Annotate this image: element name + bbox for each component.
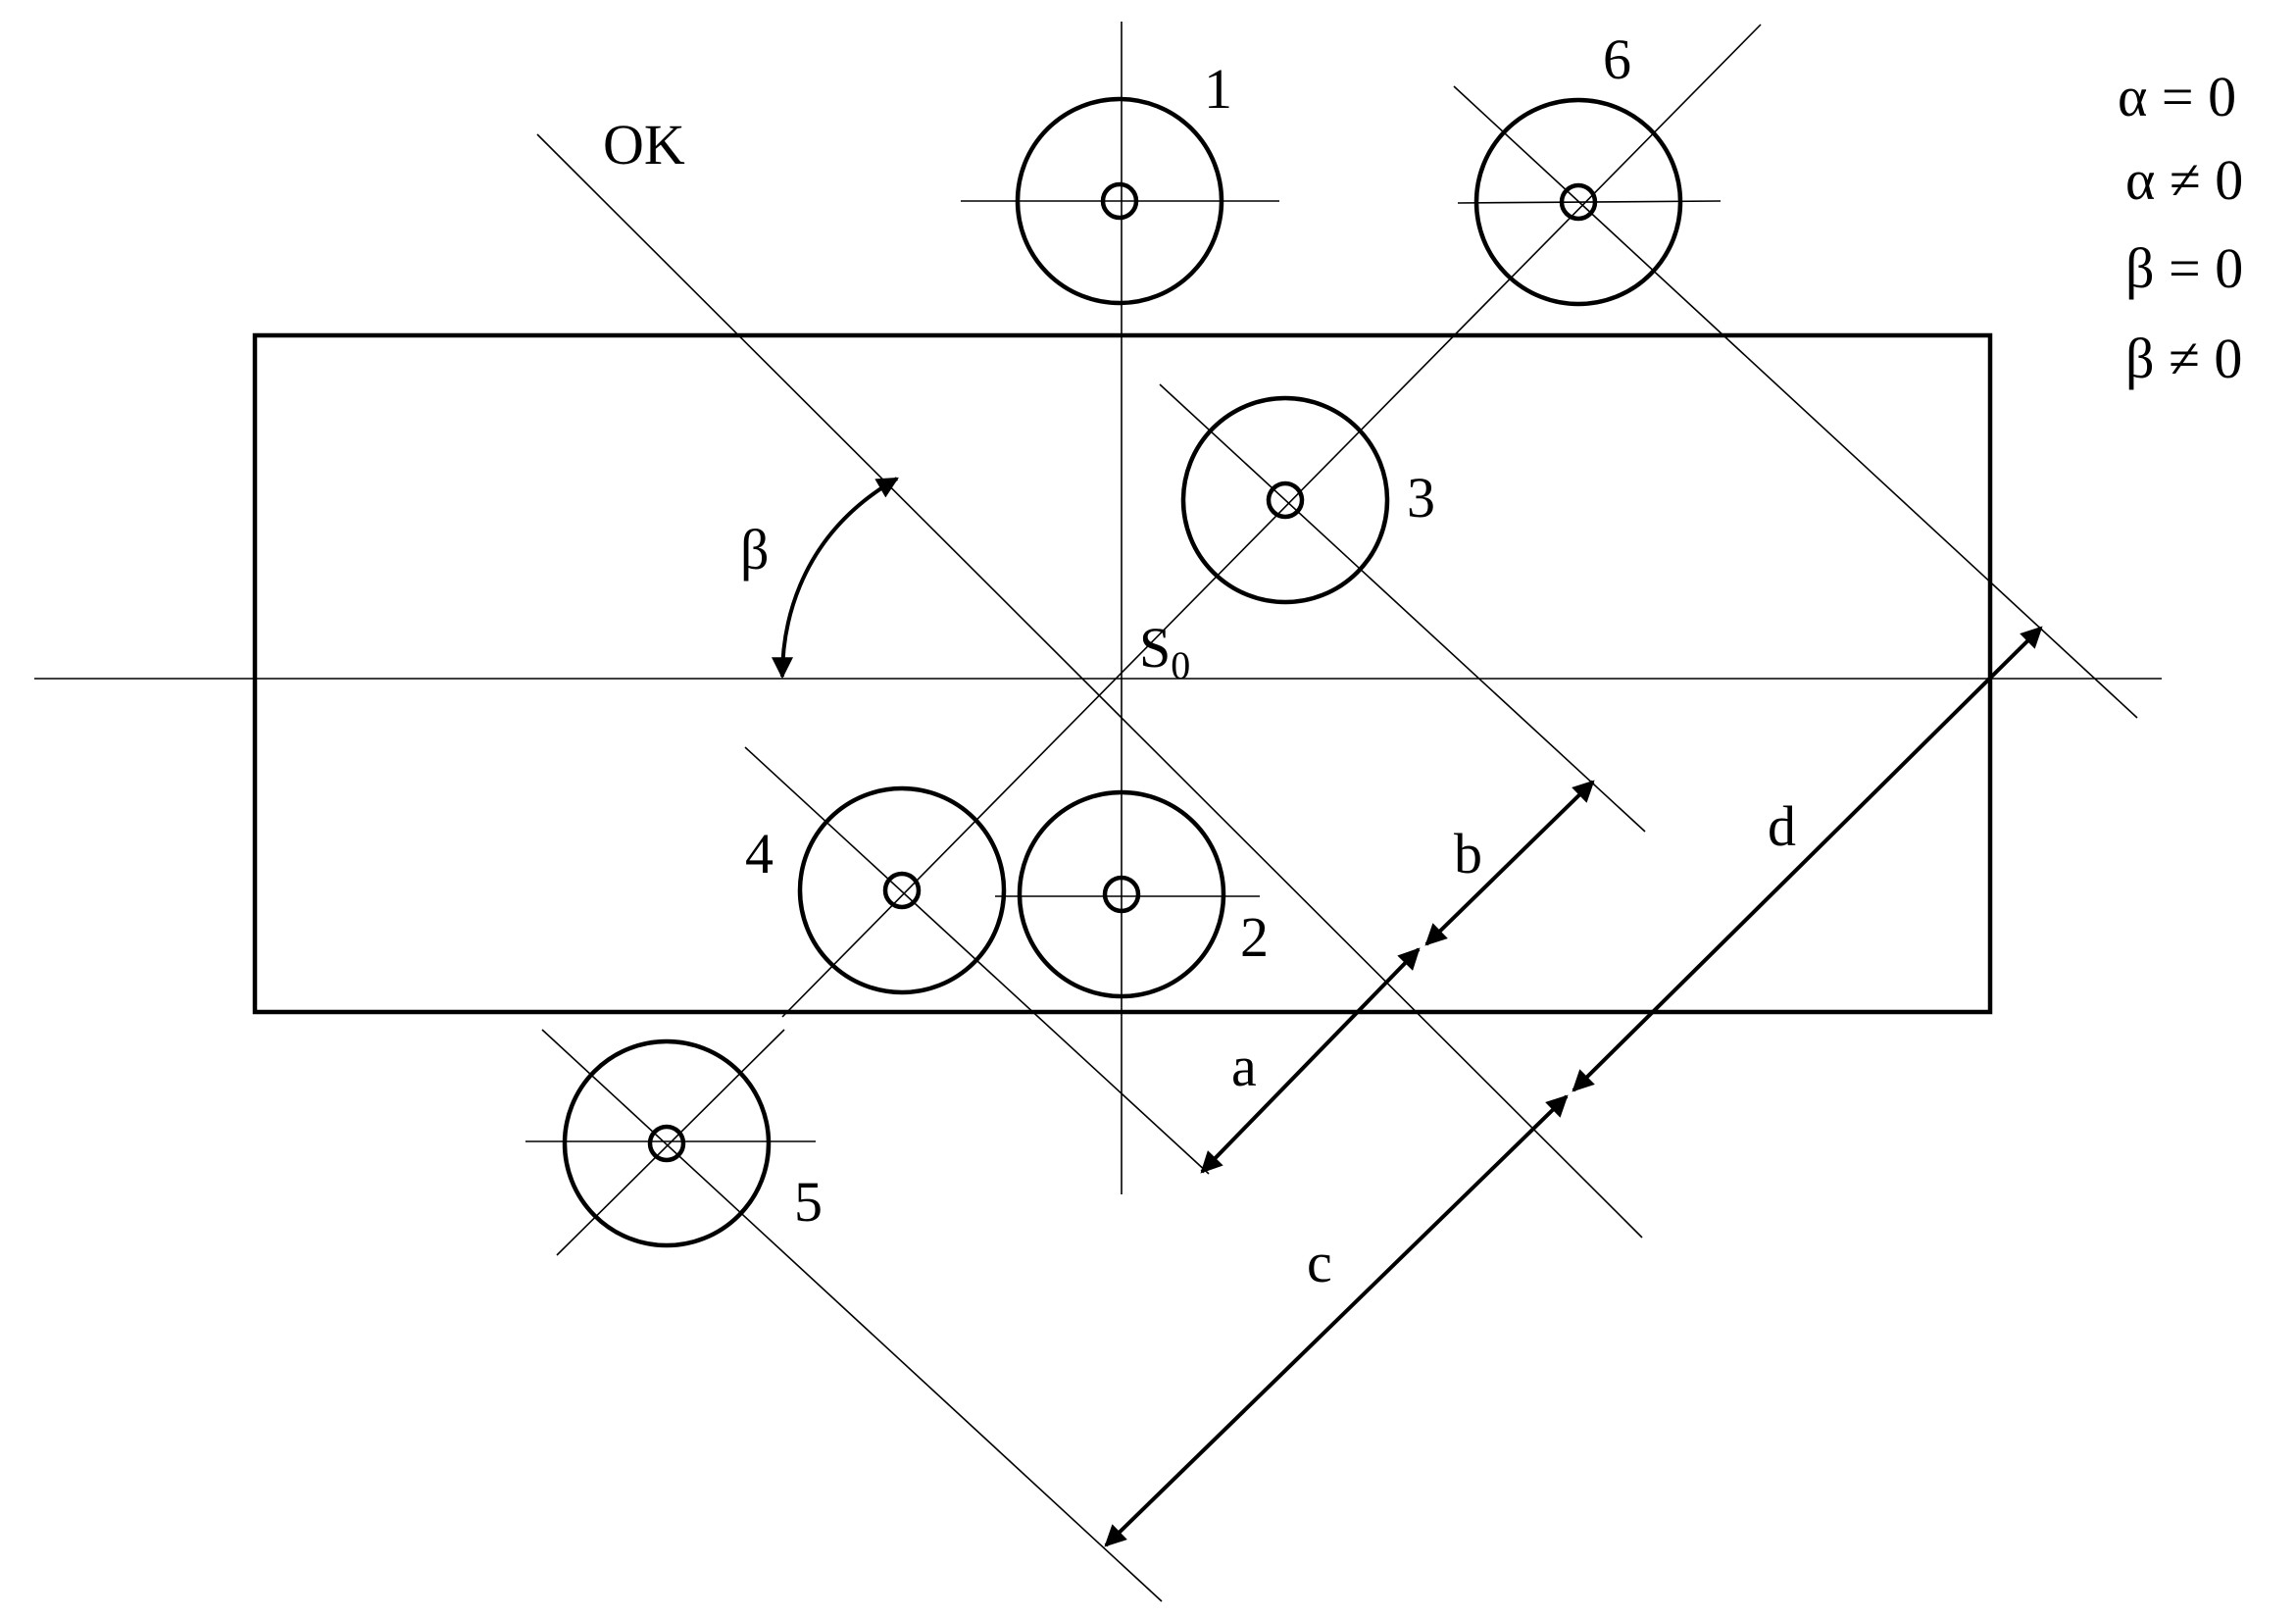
point-label-6: 6: [1603, 27, 1631, 91]
dimension-b: [1424, 780, 1595, 946]
legend-line-4: β ≠ 0: [2125, 327, 2242, 390]
point-1: [961, 96, 1279, 306]
dimension-d: [1572, 626, 2043, 1092]
ok-label: OK: [603, 113, 685, 177]
point-label-2: 2: [1240, 905, 1269, 969]
dimension-label-b: b: [1454, 822, 1482, 885]
legend-line-1: α = 0: [2118, 65, 2236, 128]
point-label-5: 5: [794, 1170, 823, 1234]
dimension-label-a: a: [1231, 1035, 1257, 1098]
diagonal-through-center: [781, 24, 1762, 1018]
point-label-1: 1: [1204, 57, 1232, 121]
point-6: [1457, 97, 1722, 307]
point-3: [1180, 395, 1390, 605]
dimension-c: [1104, 1094, 1569, 1547]
point-label-4: 4: [745, 822, 774, 885]
point-5: [525, 1038, 816, 1248]
lower-diagonal-5: [541, 1029, 1163, 1602]
point-4: [797, 785, 1007, 995]
dimension-label-c: c: [1307, 1231, 1332, 1294]
upper-diagonal-6: [1453, 85, 2138, 719]
beta-angle-arc: [772, 477, 899, 680]
center-label: S0: [1139, 616, 1190, 687]
diagonal-3: [1159, 383, 1646, 833]
point-2: [995, 789, 1260, 999]
point-label-3: 3: [1407, 466, 1435, 530]
ok-axis: [536, 133, 1643, 1239]
legend-line-3: β = 0: [2125, 236, 2243, 300]
dimension-label-d: d: [1768, 794, 1796, 858]
beta-label: β: [740, 518, 770, 582]
legend-line-2: α ≠ 0: [2125, 148, 2243, 212]
